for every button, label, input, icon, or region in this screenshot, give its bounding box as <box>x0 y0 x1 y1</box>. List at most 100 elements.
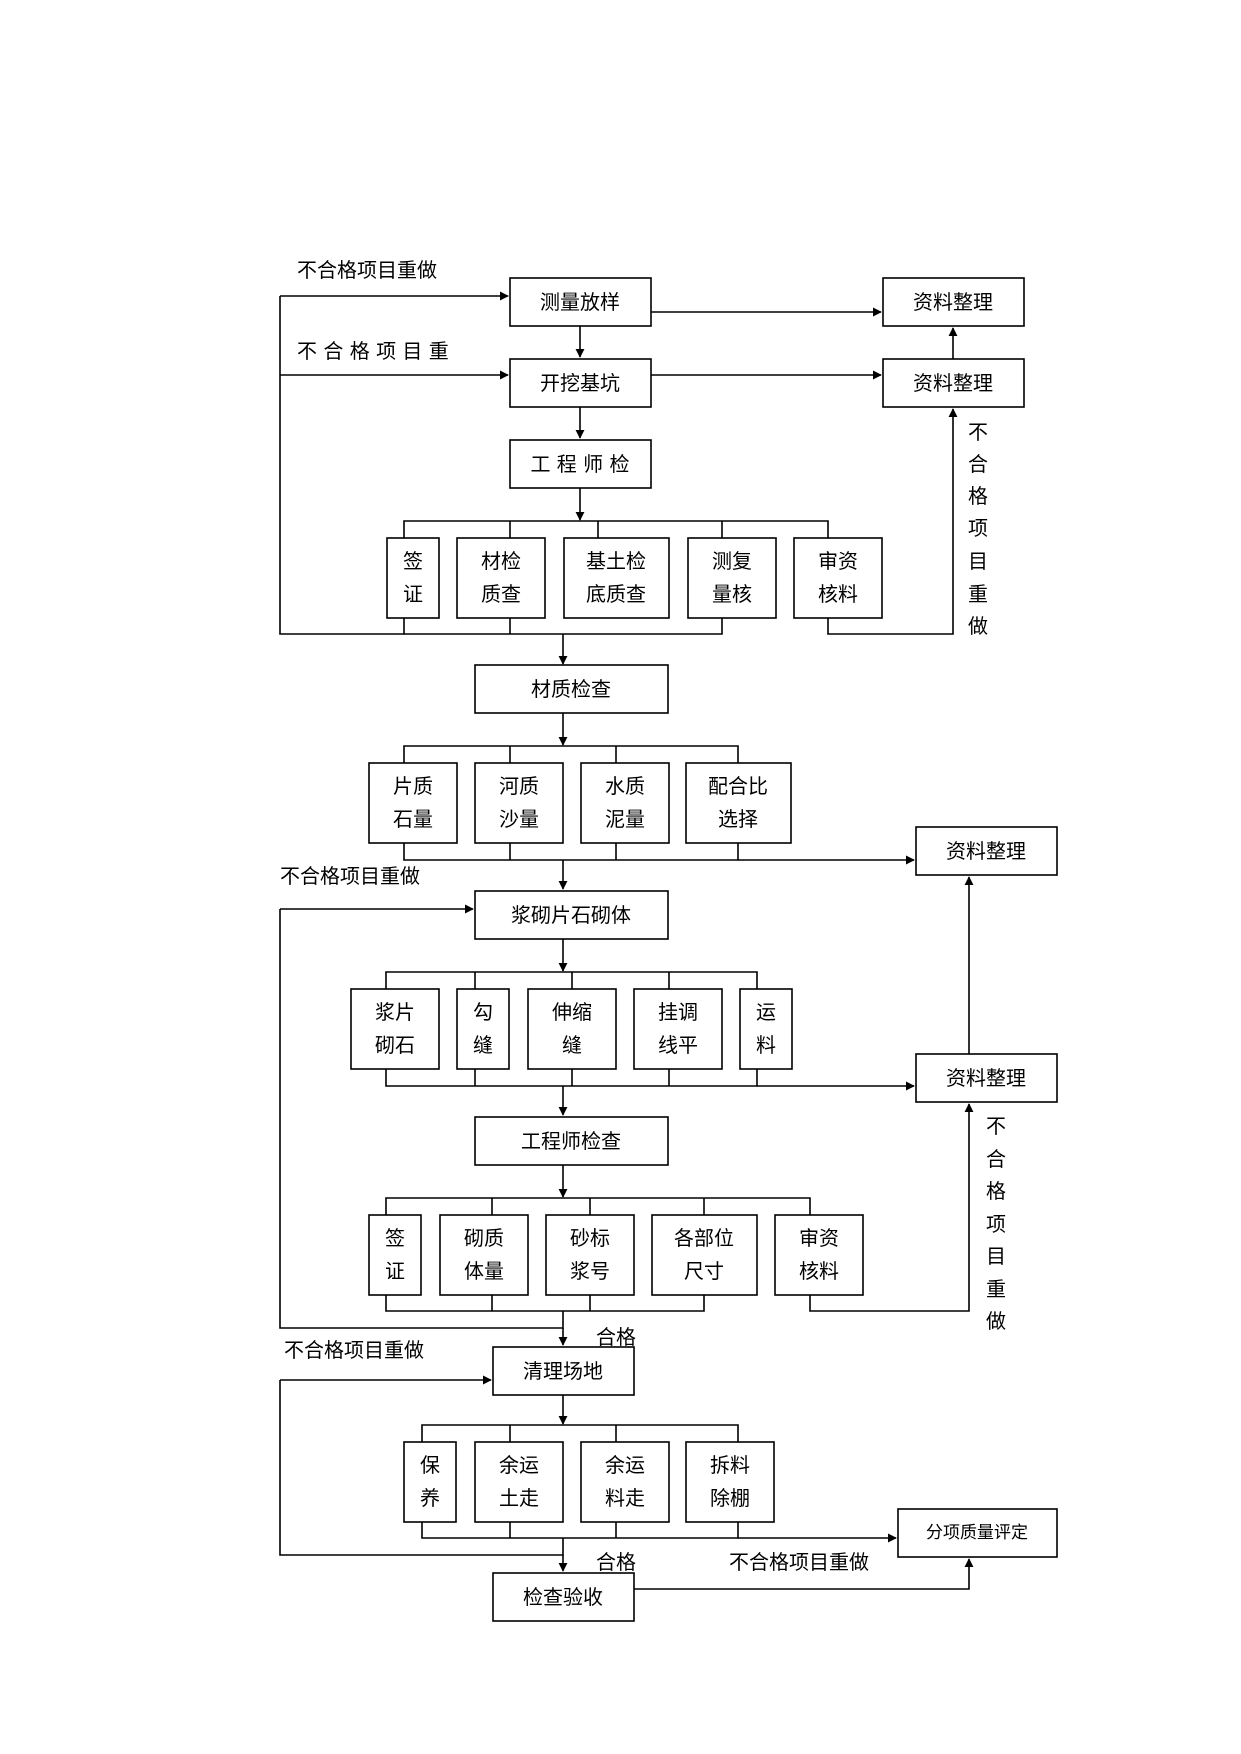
svg-text:合: 合 <box>986 1147 1006 1171</box>
svg-text:保: 保 <box>420 1453 440 1477</box>
svg-text:伸缩: 伸缩 <box>552 1000 592 1024</box>
svg-text:土走: 土走 <box>499 1486 539 1510</box>
svg-text:石量: 石量 <box>393 807 433 831</box>
pass-label-1: 合格 <box>596 1325 636 1349</box>
svg-text:格: 格 <box>986 1179 1006 1203</box>
svg-text:片质: 片质 <box>393 774 433 798</box>
sub3-item-4: 运 料 <box>739 988 793 1070</box>
sub4-item-1: 砌质 体量 <box>439 1214 529 1296</box>
svg-text:泥量: 泥量 <box>605 807 645 831</box>
svg-text:运: 运 <box>756 1000 776 1024</box>
sub4-item-0: 签 证 <box>368 1214 422 1296</box>
svg-text:体量: 体量 <box>464 1259 504 1283</box>
node-acceptance: 检查验收 <box>492 1572 635 1622</box>
svg-text:线平: 线平 <box>658 1033 698 1057</box>
node-docs-4: 资料整理 <box>915 1053 1058 1103</box>
svg-text:审资: 审资 <box>818 549 858 573</box>
svg-text:合: 合 <box>968 452 988 476</box>
node-survey: 测量放样 <box>509 277 652 327</box>
node-material-check: 材质检查 <box>474 664 669 714</box>
svg-text:测量放样: 测量放样 <box>540 290 620 314</box>
pass-label-2: 合格 <box>596 1550 636 1574</box>
sub1-item-2: 基土检 底质查 <box>563 537 670 619</box>
sub1-item-0: 签 证 <box>386 537 440 619</box>
sub2-item-3: 配合比 选择 <box>685 762 792 844</box>
svg-text:各部位: 各部位 <box>674 1226 734 1250</box>
svg-text:水质: 水质 <box>605 774 645 798</box>
svg-text:项: 项 <box>968 516 988 540</box>
svg-text:检查验收: 检查验收 <box>523 1585 603 1609</box>
svg-text:开挖基坑: 开挖基坑 <box>540 371 620 395</box>
svg-text:砂标: 砂标 <box>570 1226 610 1250</box>
sub2-item-2: 水质 泥量 <box>580 762 670 844</box>
svg-text:工程师检查: 工程师检查 <box>521 1129 621 1153</box>
sub3-item-0: 浆片 砌石 <box>350 988 440 1070</box>
svg-text:格: 格 <box>968 484 988 508</box>
redo-label-1: 不合格项目重做 <box>297 258 437 282</box>
svg-text:尺寸: 尺寸 <box>684 1259 724 1283</box>
svg-text:资料整理: 资料整理 <box>946 839 1026 863</box>
sub2-item-0: 片质 石量 <box>368 762 458 844</box>
svg-text:料走: 料走 <box>605 1486 645 1510</box>
svg-text:证: 证 <box>403 582 423 606</box>
redo-vertical-label-1: 不 合 格 项 目 重 做 <box>968 420 988 638</box>
node-masonry: 浆砌片石砌体 <box>474 890 669 940</box>
redo-label-4: 不合格项目重做 <box>284 1338 424 1362</box>
svg-text:做: 做 <box>986 1309 1006 1333</box>
node-engineer-check-1: 工 程 师 检 <box>509 439 652 489</box>
svg-text:质查: 质查 <box>481 582 521 606</box>
svg-text:做: 做 <box>968 614 988 638</box>
redo-label-5: 不合格项目重做 <box>729 1550 869 1574</box>
svg-text:挂调: 挂调 <box>658 1000 698 1024</box>
node-docs-3: 资料整理 <box>915 826 1058 876</box>
svg-text:砌质: 砌质 <box>464 1226 504 1250</box>
svg-text:余运: 余运 <box>499 1453 539 1477</box>
svg-text:不: 不 <box>968 420 988 444</box>
node-docs-2: 资料整理 <box>882 358 1025 408</box>
svg-text:浆砌片石砌体: 浆砌片石砌体 <box>511 903 631 927</box>
sub3-item-2: 伸缩 缝 <box>527 988 617 1070</box>
svg-text:勾: 勾 <box>473 1000 493 1024</box>
svg-text:缝: 缝 <box>473 1033 493 1057</box>
svg-text:审资: 审资 <box>799 1226 839 1250</box>
svg-text:养: 养 <box>420 1486 440 1510</box>
sub4-item-3: 各部位 尺寸 <box>651 1214 758 1296</box>
svg-text:目: 目 <box>986 1244 1006 1268</box>
svg-text:资料整理: 资料整理 <box>913 290 993 314</box>
sub1-item-3: 测复 量核 <box>687 537 777 619</box>
sub3-item-1: 勾 缝 <box>456 988 510 1070</box>
svg-text:核料: 核料 <box>799 1259 839 1283</box>
sub4-item-2: 砂标 浆号 <box>545 1214 635 1296</box>
svg-text:分项质量评定: 分项质量评定 <box>926 1523 1028 1543</box>
svg-text:配合比: 配合比 <box>708 774 768 798</box>
node-engineer-check-2: 工程师检查 <box>474 1116 669 1166</box>
svg-text:核料: 核料 <box>818 582 858 606</box>
svg-text:资料整理: 资料整理 <box>946 1066 1026 1090</box>
svg-text:沙量: 沙量 <box>499 807 539 831</box>
node-excavate: 开挖基坑 <box>509 358 652 408</box>
node-cleanup: 清理场地 <box>492 1346 635 1396</box>
svg-text:砌石: 砌石 <box>375 1033 415 1057</box>
svg-text:基土检: 基土检 <box>586 549 646 573</box>
svg-text:重: 重 <box>986 1277 1006 1301</box>
svg-text:签: 签 <box>403 549 423 573</box>
svg-text:测复: 测复 <box>712 549 752 573</box>
svg-text:除棚: 除棚 <box>710 1486 750 1510</box>
sub1-item-1: 材检 质查 <box>456 537 546 619</box>
svg-text:浆号: 浆号 <box>570 1259 610 1283</box>
svg-text:浆片: 浆片 <box>375 1000 415 1024</box>
svg-text:河质: 河质 <box>499 774 539 798</box>
sub3-item-3: 挂调 线平 <box>633 988 723 1070</box>
svg-text:材检: 材检 <box>481 549 521 573</box>
svg-text:不: 不 <box>986 1114 1006 1138</box>
redo-label-2: 不 合 格 项 目 重 <box>297 339 449 363</box>
svg-text:工 程 师 检: 工 程 师 检 <box>530 452 629 476</box>
sub2-item-1: 河质 沙量 <box>474 762 564 844</box>
redo-label-3: 不合格项目重做 <box>280 864 420 888</box>
svg-text:重: 重 <box>968 582 988 606</box>
sub1-item-4: 审资 核料 <box>793 537 883 619</box>
svg-text:量核: 量核 <box>712 582 752 606</box>
svg-text:清理场地: 清理场地 <box>523 1359 603 1383</box>
svg-text:底质查: 底质查 <box>586 582 646 606</box>
